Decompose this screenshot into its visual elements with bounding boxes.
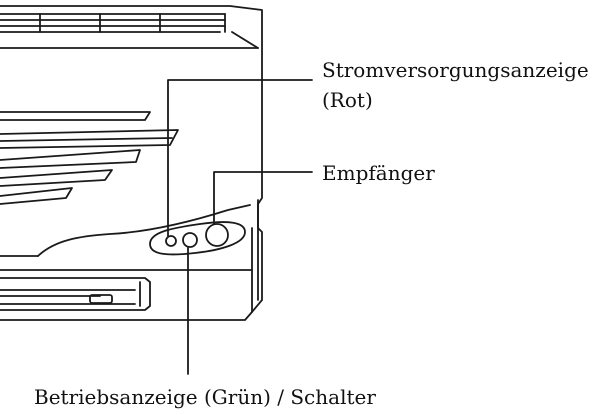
leader-line-receiver [213, 171, 313, 225]
operation-indicator-switch [182, 232, 198, 248]
label-power-indicator: Stromversorgungsanzeige [322, 58, 589, 82]
front-curve-panel [0, 204, 253, 271]
bottom-cassette [0, 277, 151, 311]
leader-line-power-indicator [167, 79, 313, 237]
receiver-window [205, 223, 229, 247]
label-receiver: Empfänger [322, 161, 435, 185]
top-vent-panel [0, 13, 259, 49]
indicator-panel [149, 221, 246, 256]
label-power-indicator-color: (Rot) [322, 88, 373, 112]
label-operation-indicator-switch: Betriebsanzeige (Grün) / Schalter [34, 385, 376, 409]
power-indicator-led [165, 235, 177, 247]
paper-trays [0, 111, 179, 205]
